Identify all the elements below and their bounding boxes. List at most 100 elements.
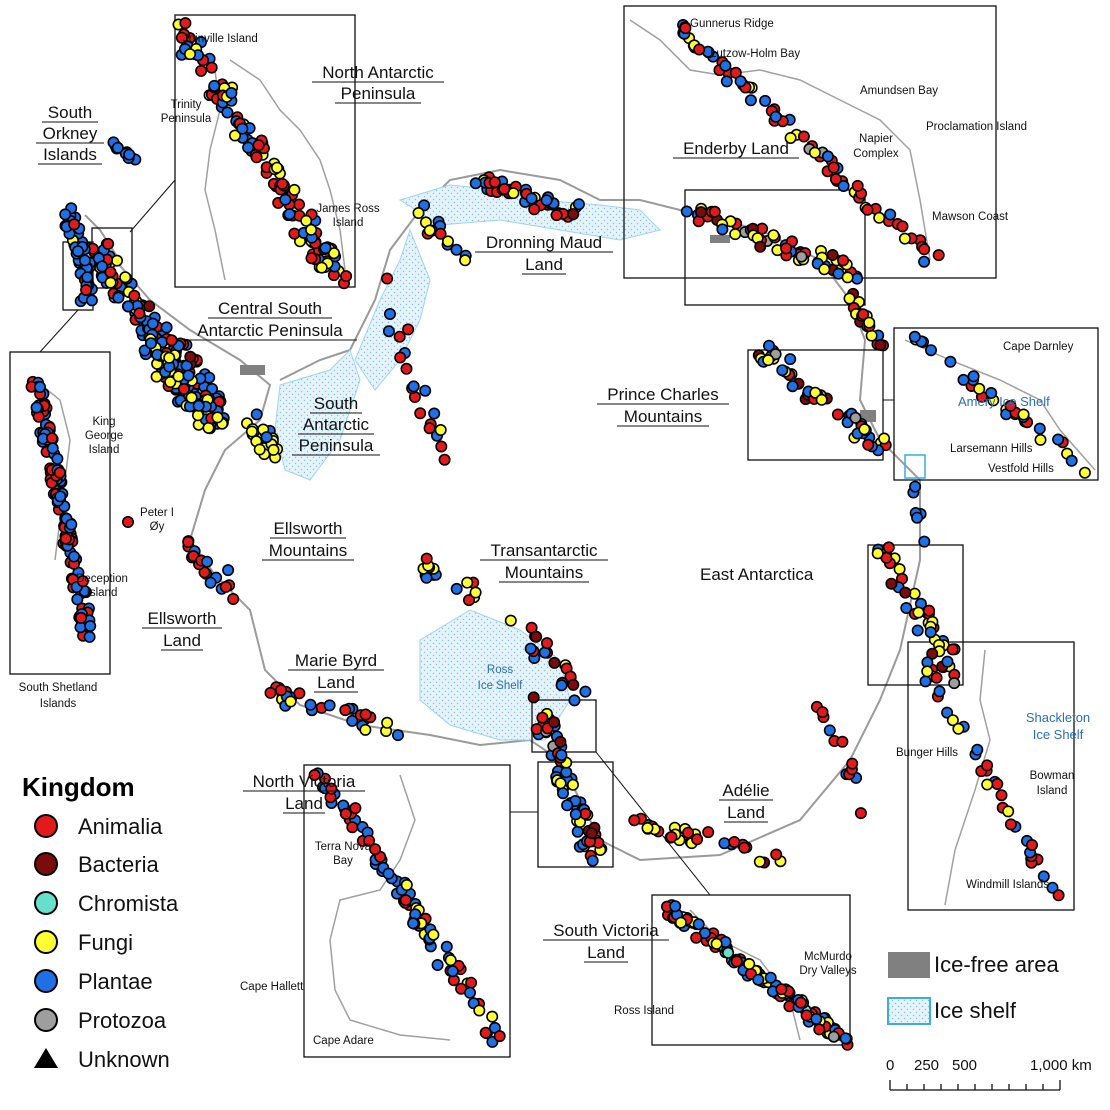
inset-north-ap: [174, 14, 356, 288]
occurrence-point: [690, 931, 703, 944]
occurrence-point: [911, 624, 924, 637]
occurrence-point: [80, 283, 93, 296]
occurrence-point: [579, 685, 592, 698]
legend-marker-unknown: [34, 1048, 58, 1068]
occurrence-point: [414, 407, 427, 420]
occurrence-point: [253, 443, 266, 456]
occurrence-point: [569, 808, 582, 821]
occurrence-point: [68, 550, 81, 563]
occurrence-point: [461, 576, 474, 589]
occurrence-point: [78, 254, 91, 267]
legend-title: Kingdom: [22, 772, 135, 802]
occurrence-point: [786, 380, 799, 393]
occurrence-point: [428, 407, 441, 420]
occurrence-point: [340, 270, 353, 283]
occurrence-point: [991, 777, 1004, 790]
occurrence-point: [967, 370, 980, 383]
occurrence-point: [919, 675, 932, 688]
label-gunnerus: Gunnerus Ridge: [690, 18, 774, 30]
occurrence-point: [909, 480, 922, 493]
occurrence-point: [692, 918, 705, 931]
legend-ice-free-swatch: [888, 952, 930, 978]
occurrence-point: [854, 807, 867, 820]
label-joinville: Joinville Island: [183, 33, 258, 45]
occurrence-point: [981, 778, 994, 791]
label-cape-adare: Cape Adare: [313, 1035, 374, 1047]
occurrence-point: [440, 940, 453, 953]
occurrence-point: [1017, 408, 1030, 421]
label-east-antarctica: East Antarctica: [700, 565, 814, 584]
occurrence-point: [85, 294, 98, 307]
occurrence-point: [769, 110, 782, 123]
occurrence-point: [873, 211, 886, 224]
occurrence-point: [818, 263, 831, 276]
occurrence-point: [808, 146, 821, 159]
occurrence-point: [836, 735, 849, 748]
occurrence-point: [1004, 399, 1017, 412]
occurrence-point: [918, 535, 931, 548]
scale-label-0: 0: [886, 1057, 894, 1074]
occurrence-point: [995, 789, 1008, 802]
occurrence-point: [550, 209, 563, 222]
inset-bunger: [907, 641, 1075, 911]
legend-label-chromista: Chromista: [78, 891, 179, 916]
legend-marker-protozoa: [34, 1008, 58, 1032]
legend-label-ice-shelf: Ice shelf: [934, 998, 1017, 1023]
occurrence-point: [182, 535, 195, 548]
occurrence-point: [568, 694, 581, 707]
occurrence-point: [465, 976, 478, 989]
occurrence-point: [192, 399, 205, 412]
legend-ice-shelf-swatch: [887, 997, 931, 1025]
occurrence-point: [908, 330, 921, 343]
occurrence-point: [567, 208, 580, 221]
label-proclamation: Proclamation Island: [926, 121, 1027, 133]
occurrence-point: [283, 208, 296, 221]
occurrence-point: [222, 564, 235, 577]
occurrence-point: [284, 695, 297, 708]
occurrence-point: [479, 1026, 492, 1039]
frame-pcm: [747, 349, 884, 461]
occurrence-point: [729, 228, 742, 241]
label-enderby: Enderby Land: [683, 139, 789, 158]
occurrence-point: [941, 655, 954, 668]
occurrence-point: [462, 594, 475, 607]
occurrence-point: [800, 1009, 813, 1022]
occurrence-point: [201, 555, 214, 568]
occurrence-point: [885, 577, 898, 590]
legend-label-unknown: Unknown: [78, 1047, 170, 1072]
occurrence-point: [981, 759, 994, 772]
occurrence-point: [738, 841, 751, 854]
occurrence-point: [985, 386, 998, 399]
occurrence-point: [1004, 818, 1017, 831]
occurrence-point: [911, 511, 924, 524]
occurrence-point: [304, 698, 317, 711]
occurrence-point: [160, 321, 173, 334]
occurrence-point: [111, 141, 124, 154]
occurrence-point: [827, 1030, 840, 1043]
occurrence-point: [572, 198, 585, 211]
occurrence-point: [412, 207, 425, 220]
occurrence-point: [250, 408, 263, 421]
occurrence-point: [837, 254, 850, 267]
occurrence-point: [172, 370, 185, 383]
occurrence-point: [275, 684, 288, 697]
occurrence-point: [236, 122, 249, 135]
occurrence-point: [1046, 881, 1059, 894]
scale-label-500: 500: [952, 1057, 977, 1074]
occurrence-point: [59, 208, 72, 221]
legend-label-plantae: Plantae: [78, 969, 153, 994]
occurrence-point: [752, 973, 765, 986]
occurrence-point: [829, 173, 842, 186]
kingdom-legend: Kingdom Animalia Bacteria Chromista Fung…: [22, 772, 179, 1072]
occurrence-point: [548, 716, 561, 729]
